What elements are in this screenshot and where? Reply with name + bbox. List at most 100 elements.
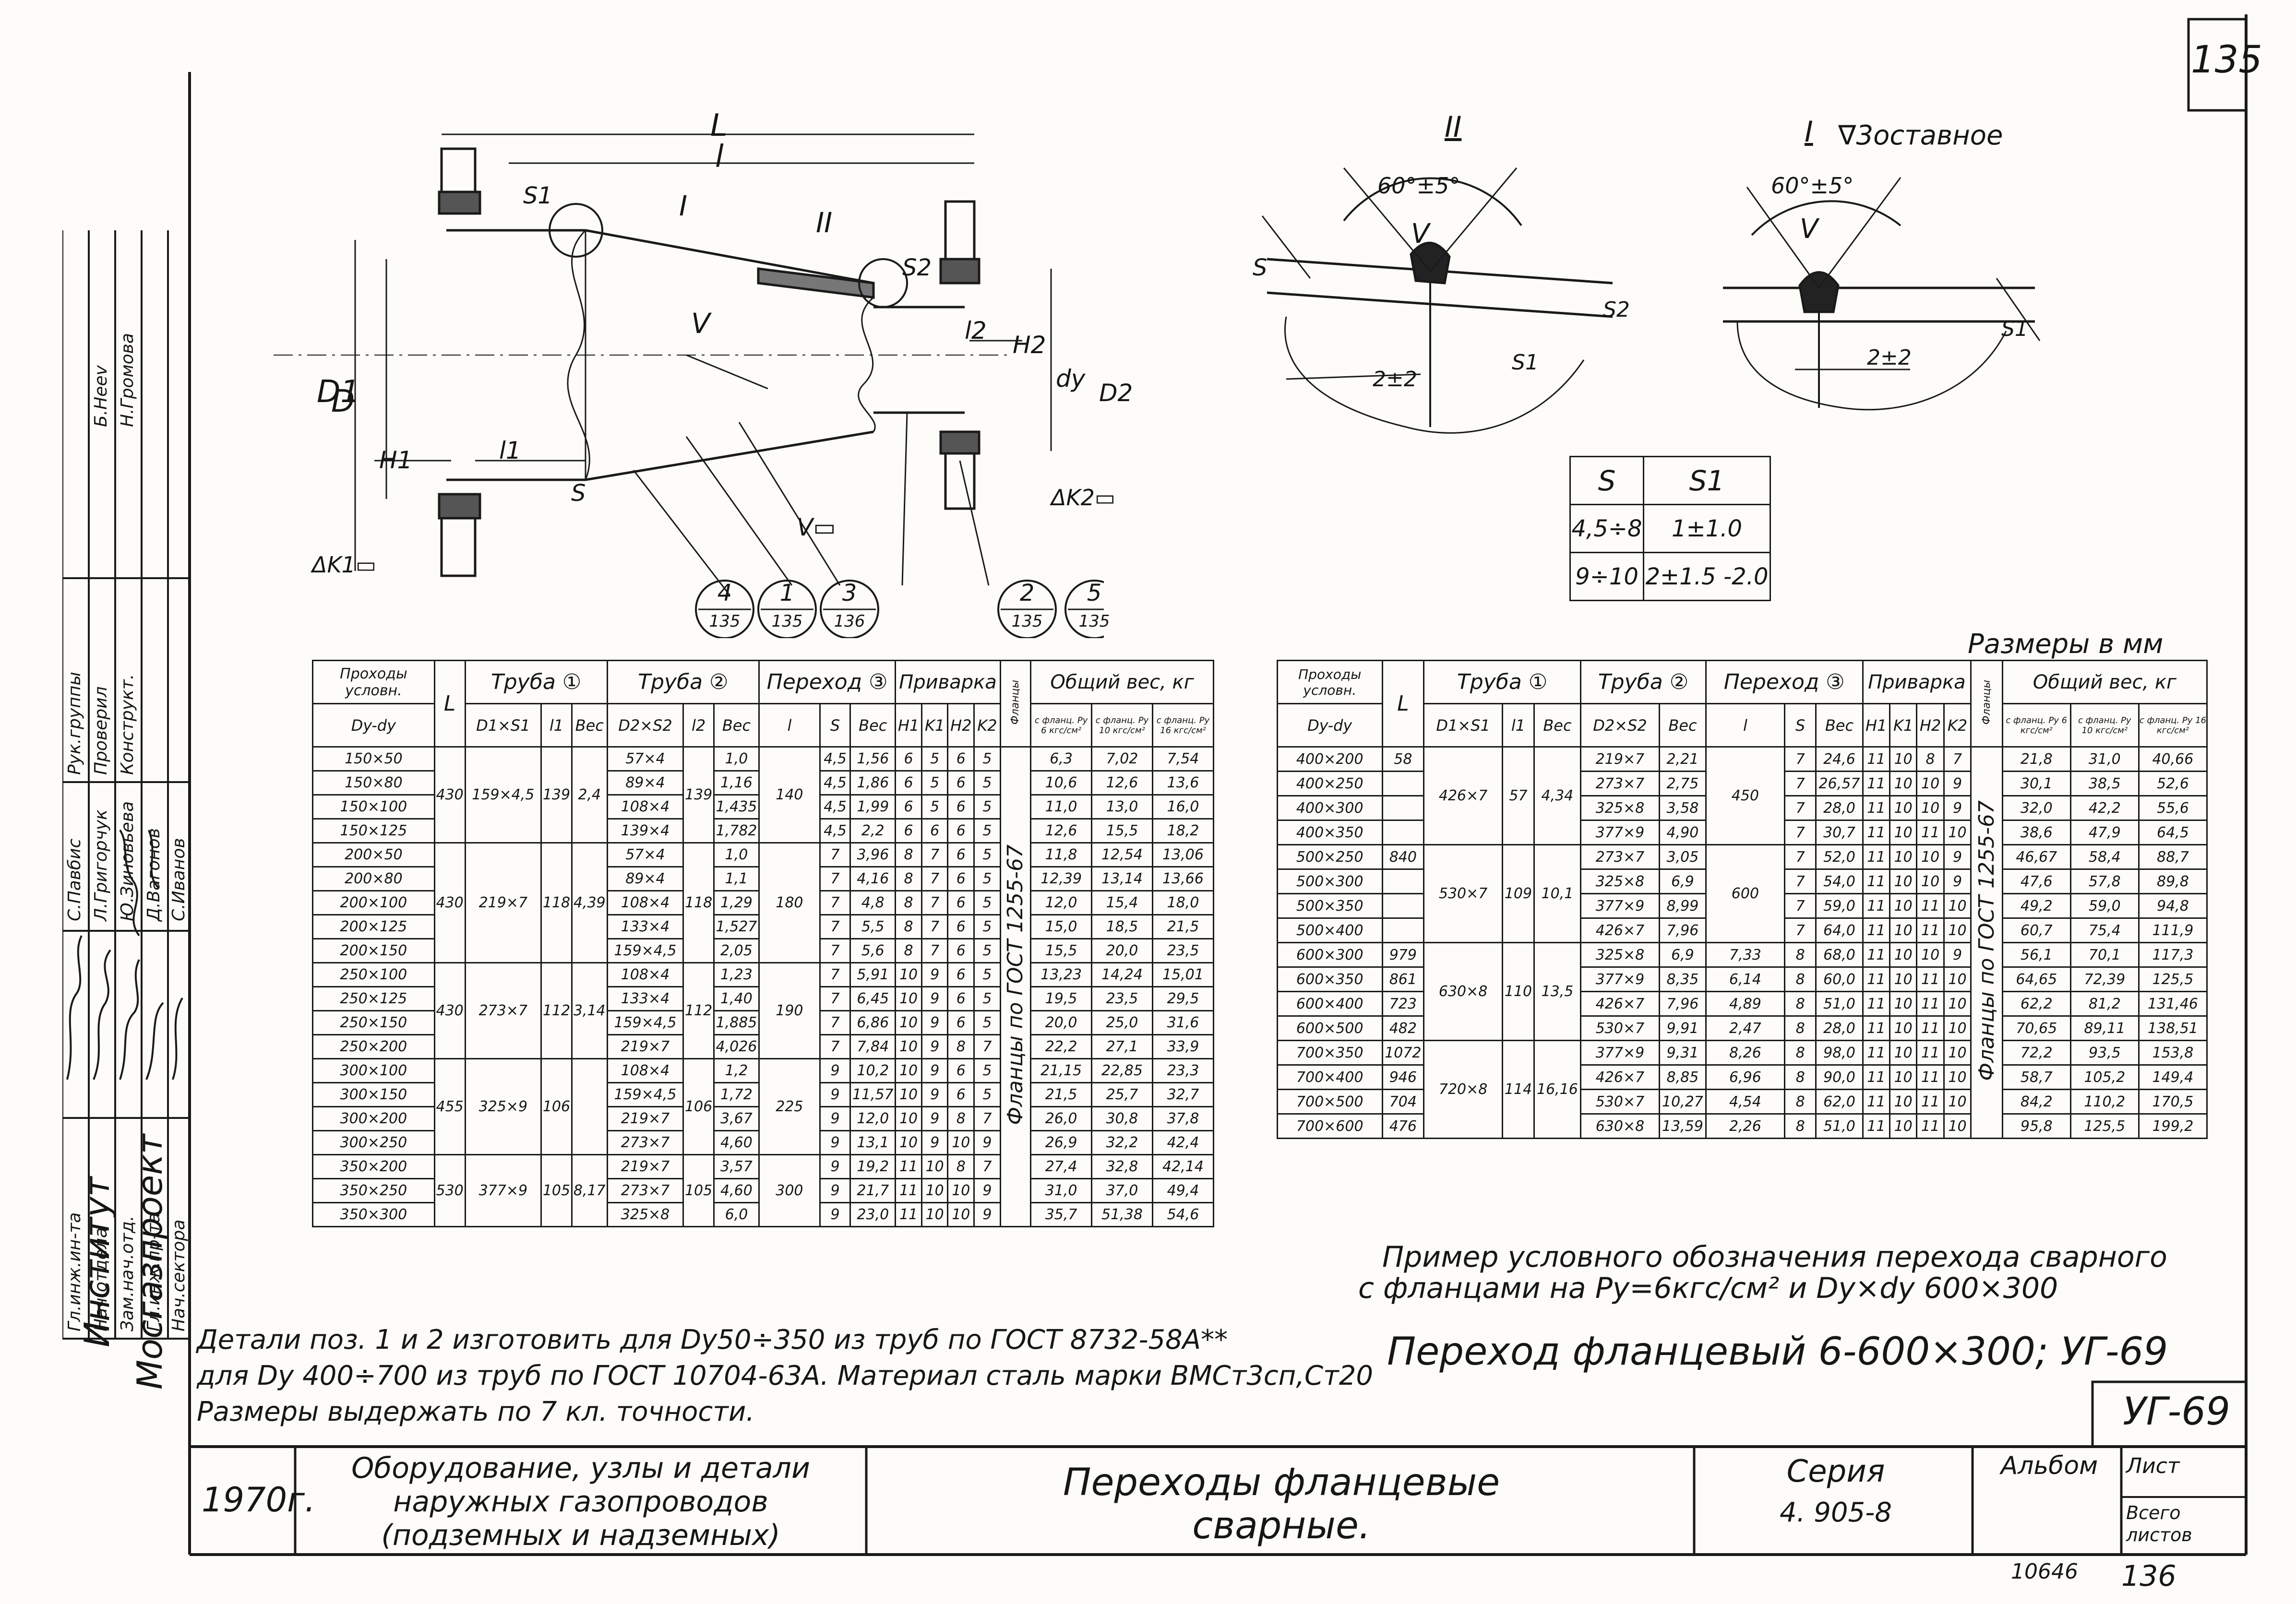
lt-cell-S: 7 bbox=[819, 1010, 851, 1035]
rt-cell-weld: 11 bbox=[1916, 966, 1945, 992]
lt-cell-passage: 200×80 bbox=[312, 866, 435, 891]
rt-cell-w2: 7,96 bbox=[1658, 991, 1707, 1017]
rt-cell-weight: 62,2 bbox=[2001, 991, 2071, 1017]
lt-cell-S: 9 bbox=[819, 1082, 851, 1107]
rt-cell-S: 7 bbox=[1783, 917, 1817, 943]
rt-cell-weight: 47,6 bbox=[2001, 868, 2071, 894]
rt-cell-weld: 10 bbox=[1889, 1089, 1918, 1115]
rt-cell-l: 7,33 bbox=[1705, 942, 1785, 968]
lt-sub-header: l1 bbox=[540, 703, 573, 748]
rt-cell-weld: 10 bbox=[1889, 820, 1918, 845]
lt-cell-weight: 42,4 bbox=[1151, 1130, 1215, 1155]
lt-cell-weld: 6 bbox=[947, 986, 975, 1011]
lt-cell-weld: 6 bbox=[947, 842, 975, 867]
rt-cell-weld: 11 bbox=[1862, 1040, 1890, 1066]
lt-cell-weld: 7 bbox=[921, 890, 949, 915]
lt-cell-L: 430 bbox=[433, 962, 466, 1059]
rt-cell-weld: 10 bbox=[1889, 893, 1918, 919]
dim-l: l bbox=[715, 139, 724, 175]
lt-cell-weight: 20,0 bbox=[1091, 938, 1153, 963]
dim-L: L bbox=[710, 108, 728, 143]
rt-cell-passage: 600×300 bbox=[1277, 942, 1383, 968]
lt-cell-passage: 250×200 bbox=[312, 1034, 435, 1059]
lt-cell-pipe2: 325×8 bbox=[606, 1202, 684, 1227]
left-spec-table: Проходы условн. L Труба ① Труба ② Перехо… bbox=[312, 660, 1215, 1227]
rt-cell-weld: 7 bbox=[1943, 746, 1972, 772]
lt-cell-w1 bbox=[571, 1058, 608, 1155]
lt-cell-pipe2: 57×4 bbox=[606, 842, 684, 867]
lt-cell-weld: 6 bbox=[947, 1010, 975, 1035]
rt-cell-w2: 13,59 bbox=[1658, 1113, 1707, 1139]
rt-cell-w2: 3,58 bbox=[1658, 795, 1707, 821]
rt-cell-weight: 88,7 bbox=[2138, 844, 2208, 870]
lt-cell-pipe2: 159×4,5 bbox=[606, 938, 684, 963]
lt-cell-weight: 22,85 bbox=[1091, 1058, 1153, 1083]
lt-cell-L: 530 bbox=[433, 1154, 466, 1227]
lt-cell-w2: 4,60 bbox=[713, 1178, 760, 1203]
lt-cell-passage: 200×100 bbox=[312, 890, 435, 915]
rt-cell-weight: 149,4 bbox=[2138, 1064, 2208, 1090]
rt-cell-l1: 109 bbox=[1502, 844, 1535, 943]
lt-cell-weld: 6 bbox=[947, 938, 975, 963]
lt-h-weld: Приварка bbox=[895, 660, 1001, 704]
weld-1-angle: 60°±5° bbox=[1771, 173, 1854, 199]
lt-cell-pipe2: 273×7 bbox=[606, 1178, 684, 1203]
rt-cell-weight: 84,2 bbox=[2001, 1089, 2071, 1115]
rt-cell-w2: 8,85 bbox=[1658, 1064, 1707, 1090]
lt-sub-header: с фланц. Ру 10 кгс/см² bbox=[1091, 703, 1153, 748]
rt-cell-weld: 10 bbox=[1889, 1064, 1918, 1090]
signatures bbox=[66, 829, 183, 1080]
rt-cell-weight: 30,1 bbox=[2001, 771, 2071, 796]
rt-cell-weight: 111,9 bbox=[2138, 917, 2208, 943]
lt-cell-pipe2: 273×7 bbox=[606, 1130, 684, 1155]
rt-sub-header: H2 bbox=[1916, 703, 1945, 748]
lt-cell-weld: 6 bbox=[947, 890, 975, 915]
lt-cell-l: 300 bbox=[758, 1154, 821, 1227]
rt-cell-w2: 6,9 bbox=[1658, 942, 1707, 968]
lt-cell-weld: 6 bbox=[947, 1058, 975, 1083]
lt-cell-l2: 106 bbox=[682, 1058, 715, 1155]
lt-cell-weld: 10 bbox=[895, 962, 922, 987]
callout-1-num: 1 bbox=[779, 580, 795, 606]
lt-cell-weight: 15,4 bbox=[1091, 890, 1153, 915]
lt-cell-weld: 9 bbox=[921, 1034, 949, 1059]
lt-cell-weight: 26,9 bbox=[1030, 1130, 1093, 1155]
lt-cell-weld: 8 bbox=[895, 914, 922, 939]
rt-cell-weld: 10 bbox=[1943, 1064, 1972, 1090]
lt-cell-weld: 11 bbox=[895, 1154, 922, 1179]
stamp-grid bbox=[62, 230, 190, 1340]
lt-cell-weld: 6 bbox=[895, 794, 922, 820]
lt-cell-w3: 10,2 bbox=[849, 1058, 897, 1083]
lt-cell-w3: 5,5 bbox=[849, 914, 897, 939]
rt-cell-weight: 40,66 bbox=[2138, 746, 2208, 772]
lt-cell-weight: 51,38 bbox=[1091, 1202, 1153, 1227]
stamp-role2-2: Проверил bbox=[91, 686, 111, 775]
stamp-role2-3: Конструкт. bbox=[118, 674, 137, 775]
lt-cell-pipe2: 108×4 bbox=[606, 890, 684, 915]
lt-cell-w2: 1,40 bbox=[713, 986, 760, 1011]
lt-cell-passage: 200×125 bbox=[312, 914, 435, 939]
lt-cell-w2: 1,29 bbox=[713, 890, 760, 915]
dim-dy: dy bbox=[1056, 365, 1086, 392]
rt-cell-l: 450 bbox=[1705, 746, 1785, 845]
rt-cell-weld: 10 bbox=[1916, 771, 1945, 796]
lt-cell-weight: 12,39 bbox=[1030, 866, 1093, 891]
rt-cell-weight: 81,2 bbox=[2069, 991, 2140, 1017]
lt-cell-weight: 13,23 bbox=[1030, 962, 1093, 987]
dim-S2: S2 bbox=[902, 254, 932, 281]
rt-cell-weight: 55,6 bbox=[2138, 795, 2208, 821]
weld-detail-1 bbox=[1723, 177, 2041, 411]
lt-cell-weight: 49,4 bbox=[1151, 1178, 1215, 1203]
rt-cell-L: 861 bbox=[1381, 966, 1425, 992]
rt-cell-weight: 64,5 bbox=[2138, 820, 2208, 845]
lt-cell-weld: 8 bbox=[947, 1034, 975, 1059]
rt-cell-weld: 9 bbox=[1943, 868, 1972, 894]
rt-cell-L bbox=[1381, 917, 1425, 943]
lt-cell-weight: 37,0 bbox=[1091, 1178, 1153, 1203]
